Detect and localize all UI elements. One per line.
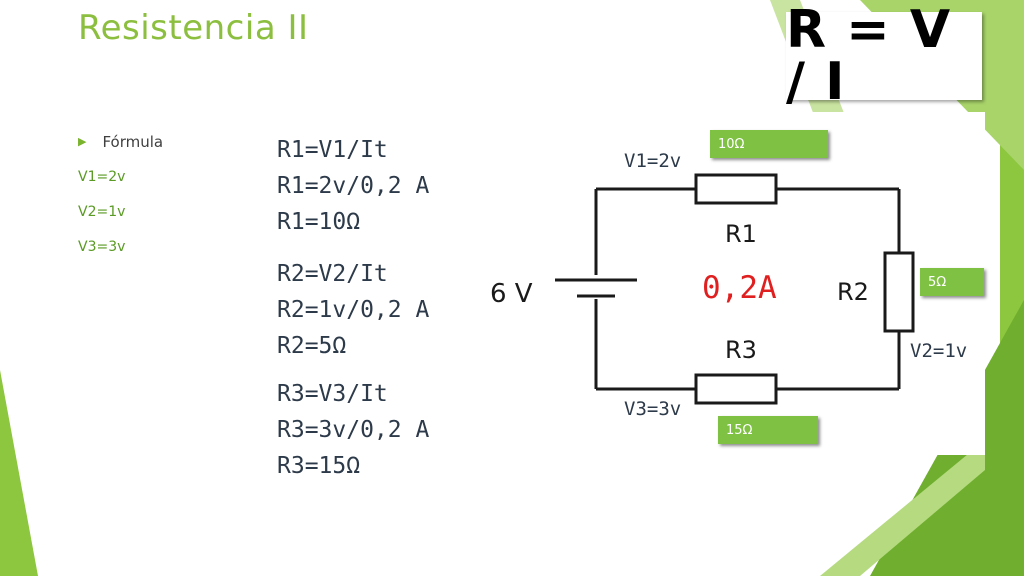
bullet-heading: ▶ Fórmula	[78, 124, 163, 159]
r1-value-badge: 10Ω	[710, 130, 828, 158]
v2-label: V2=1v	[910, 340, 968, 362]
resistor-r2	[883, 251, 915, 333]
bottom-right-light-stripe	[820, 440, 985, 576]
r2-value-badge: 5Ω	[920, 268, 984, 296]
current-label: 0,2A	[702, 270, 777, 306]
resistor-r3	[694, 373, 778, 405]
formula-line: R3=3v/0,2 A	[277, 417, 430, 443]
formula-line: R1=2v/0,2 A	[277, 173, 430, 199]
ohms-law-formula: R = V / I	[786, 0, 952, 112]
formula-r3: R3=V3/It R3=3v/0,2 A R3=15Ω	[277, 376, 429, 484]
r3-label: R3	[725, 336, 757, 364]
formula-line: R2=1v/0,2 A	[277, 297, 430, 323]
triangle-bullet-icon: ▶	[78, 135, 87, 148]
r1-label: R1	[725, 220, 757, 248]
formula-line: R2=V2/It	[277, 261, 388, 287]
left-green-stripe	[0, 370, 38, 576]
v1-label: V1=2v	[624, 150, 682, 172]
bullet-item: V2=1v	[78, 203, 126, 220]
slide-title: Resistencia II	[78, 8, 309, 48]
r2-label: R2	[837, 278, 869, 306]
circuit-panel	[485, 112, 985, 455]
bullet-item: V1=2v	[78, 168, 126, 185]
source-voltage-label: 6 V	[490, 279, 533, 309]
formula-line: R3=15Ω	[277, 453, 361, 479]
formula-line: R3=V3/It	[277, 381, 388, 407]
formula-line: R1=10Ω	[277, 209, 361, 235]
formula-r2: R2=V2/It R2=1v/0,2 A R2=5Ω	[277, 256, 429, 364]
v3-label: V3=3v	[624, 398, 682, 420]
formula-r1: R1=V1/It R1=2v/0,2 A R1=10Ω	[277, 132, 429, 240]
resistor-r1	[694, 173, 778, 205]
formula-line: R2=5Ω	[277, 333, 347, 359]
formula-line: R1=V1/It	[277, 137, 388, 163]
circuit-diagram: 6 V R1 R2 R3	[490, 173, 915, 405]
bullet-item: V3=3v	[78, 238, 126, 255]
bullet-heading-text: Fórmula	[102, 132, 164, 151]
r3-value-badge: 15Ω	[718, 416, 818, 444]
bullet-list: ▶ Fórmula V1=2v V2=1v V3=3v	[78, 124, 163, 264]
ohms-law-formula-box: R = V / I	[786, 4, 982, 108]
